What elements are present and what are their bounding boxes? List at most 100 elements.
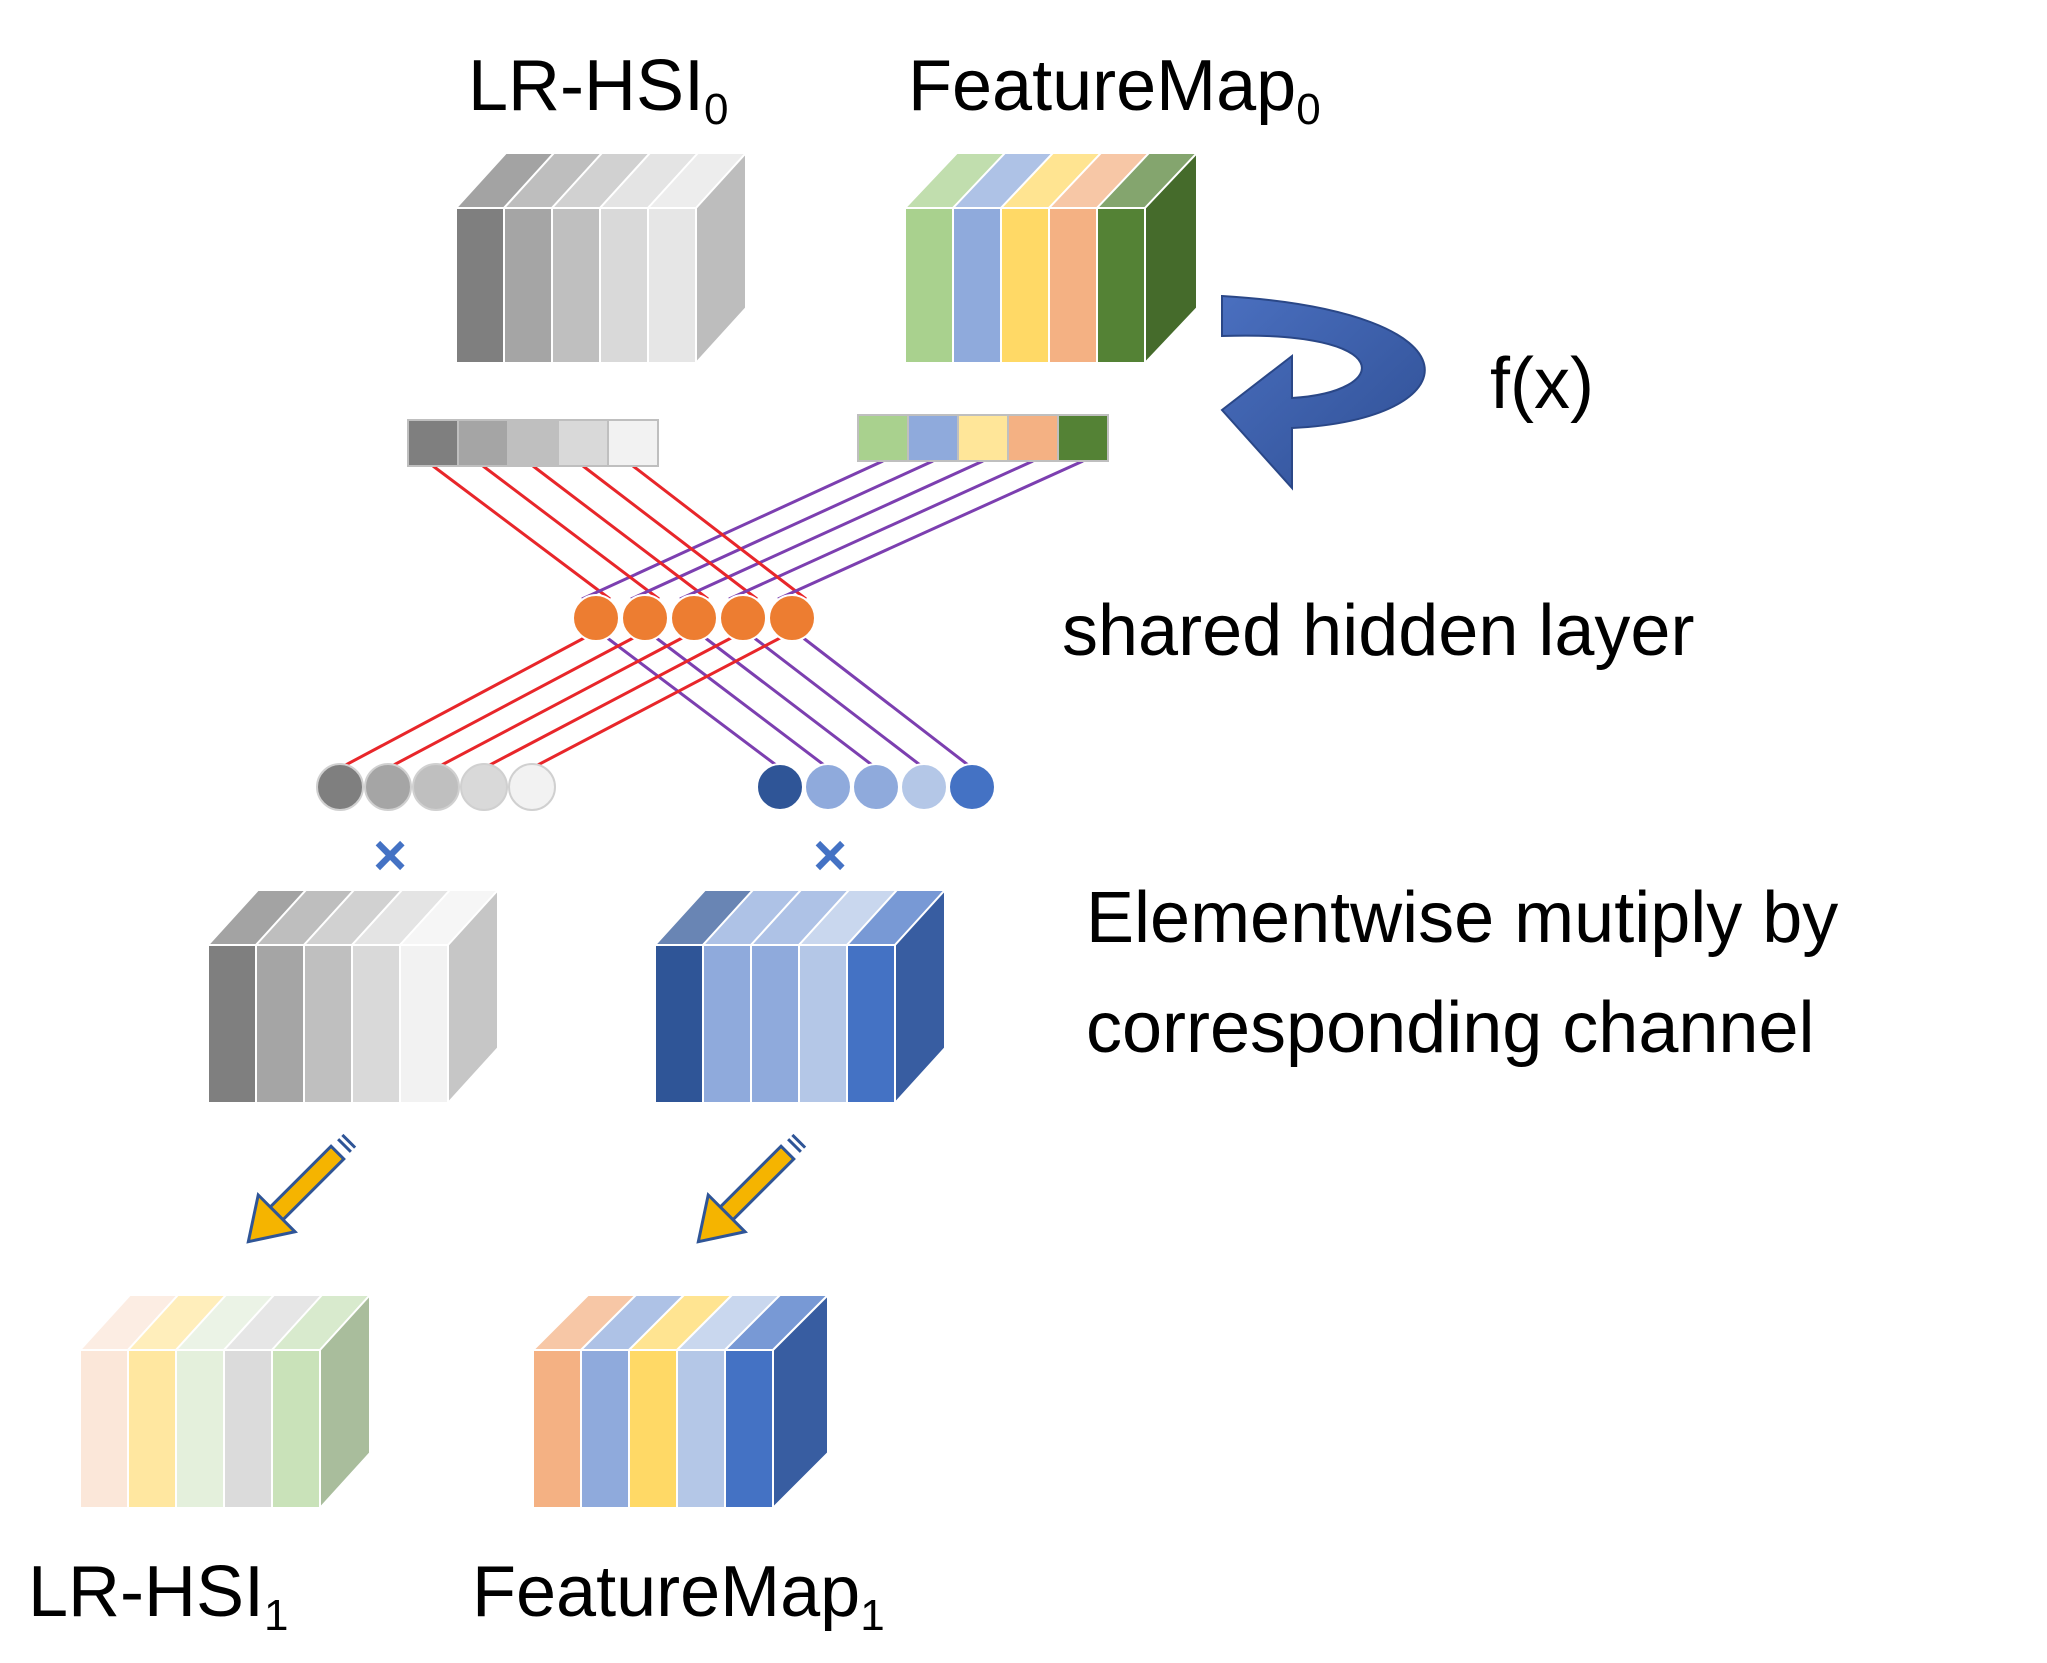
slab-front <box>750 944 800 1104</box>
label-lr-hsi-0: LR-HSI0 <box>468 46 729 134</box>
feature-map-1-block <box>530 1292 831 1511</box>
slab-front <box>127 1349 177 1509</box>
slab-front <box>628 1349 678 1509</box>
pencil-cap <box>791 1133 807 1149</box>
connection-line <box>532 464 709 601</box>
pencil-shaft <box>718 1144 796 1222</box>
label-multiply-line-2: corresponding channel <box>1086 988 1815 1068</box>
vector-cell <box>557 419 609 467</box>
hidden-layer-nodes <box>572 594 816 642</box>
vector-cell <box>907 414 959 462</box>
connection-line <box>777 459 1084 601</box>
pencil-head <box>696 1191 749 1244</box>
label-feature-map-0: FeatureMap0 <box>908 46 1321 134</box>
connection-line <box>581 459 884 601</box>
weight-node <box>948 763 996 811</box>
pencil-cap <box>341 1133 357 1149</box>
slab-front <box>702 944 752 1104</box>
hidden-node <box>719 594 767 642</box>
weight-nodes-feature-map <box>756 763 996 811</box>
vector-cell <box>507 419 559 467</box>
connection-line <box>482 464 660 601</box>
slab-front <box>503 207 553 364</box>
lr-hsi-1-block <box>77 1292 373 1511</box>
slab-front <box>255 944 305 1104</box>
slab-front <box>399 944 449 1104</box>
slab-front <box>79 1349 129 1509</box>
slab-front <box>798 944 848 1104</box>
connection-line <box>582 464 758 601</box>
connection-line <box>632 464 807 601</box>
weight-node <box>412 763 460 811</box>
pencil-cap <box>787 1138 802 1153</box>
connection-line <box>605 635 781 770</box>
pooled-vector-lr-hsi <box>407 419 659 467</box>
slab-front <box>724 1349 774 1509</box>
slab-front <box>532 1349 582 1509</box>
pencil-arrow-icon <box>246 1133 357 1244</box>
slab-front <box>455 207 505 364</box>
vector-cell <box>407 419 459 467</box>
slab-front <box>580 1349 630 1509</box>
weight-node <box>316 763 364 811</box>
slab-front <box>904 207 954 364</box>
label-shared-hidden-layer: shared hidden layer <box>1062 591 1694 671</box>
slab-front <box>303 944 353 1104</box>
label-lr-hsi-1: LR-HSI1 <box>28 1552 289 1640</box>
weight-nodes-lr-hsi <box>316 763 556 811</box>
connection-line <box>339 635 587 770</box>
slab-front <box>175 1349 225 1509</box>
connection-lines <box>339 459 1084 770</box>
weight-node <box>364 763 412 811</box>
vector-cell <box>607 419 659 467</box>
label-multiply-line-1: Elementwise mutiply by <box>1086 878 1838 958</box>
slab-front <box>676 1349 726 1509</box>
slab-front <box>599 207 649 364</box>
multiply-symbol-left: × <box>373 823 407 888</box>
hidden-node <box>621 594 669 642</box>
connection-line <box>801 635 973 770</box>
connection-line <box>483 635 734 770</box>
connection-line <box>387 635 636 770</box>
pencil-head <box>246 1191 299 1244</box>
connection-line <box>654 635 829 770</box>
hidden-node <box>768 594 816 642</box>
slab-front <box>271 1349 321 1509</box>
lr-hsi-0-block <box>453 150 749 366</box>
slab-front <box>1048 207 1098 364</box>
connection-line <box>435 635 685 770</box>
weight-node <box>804 763 852 811</box>
pooled-vector-feature-map <box>857 414 1109 462</box>
vector-cell <box>1057 414 1109 462</box>
connection-line <box>752 635 925 770</box>
pencil-cap <box>337 1138 352 1153</box>
vector-cell <box>857 414 909 462</box>
slab-front <box>654 944 704 1104</box>
slab-front <box>952 207 1002 364</box>
vector-cell <box>457 419 509 467</box>
hidden-node <box>572 594 620 642</box>
vector-cell <box>957 414 1009 462</box>
connection-line <box>630 459 934 601</box>
hidden-node <box>670 594 718 642</box>
slab-front <box>351 944 401 1104</box>
slab-front <box>647 207 697 364</box>
connection-line <box>679 459 984 601</box>
slab-front <box>223 1349 273 1509</box>
lr-hsi-weighted-block <box>205 887 501 1106</box>
slab-front <box>1096 207 1146 364</box>
slab-front <box>207 944 257 1104</box>
connection-line <box>728 459 1034 601</box>
slab-front <box>1000 207 1050 364</box>
connection-line <box>432 464 611 601</box>
feature-map-0-block <box>902 150 1200 366</box>
pencil-arrow-icon <box>696 1133 807 1244</box>
feature-map-weighted-block <box>652 887 948 1106</box>
pencil-shaft <box>268 1144 346 1222</box>
weight-node <box>900 763 948 811</box>
slab-front <box>551 207 601 364</box>
connection-line <box>703 635 877 770</box>
multiply-symbol-right: × <box>813 823 847 888</box>
